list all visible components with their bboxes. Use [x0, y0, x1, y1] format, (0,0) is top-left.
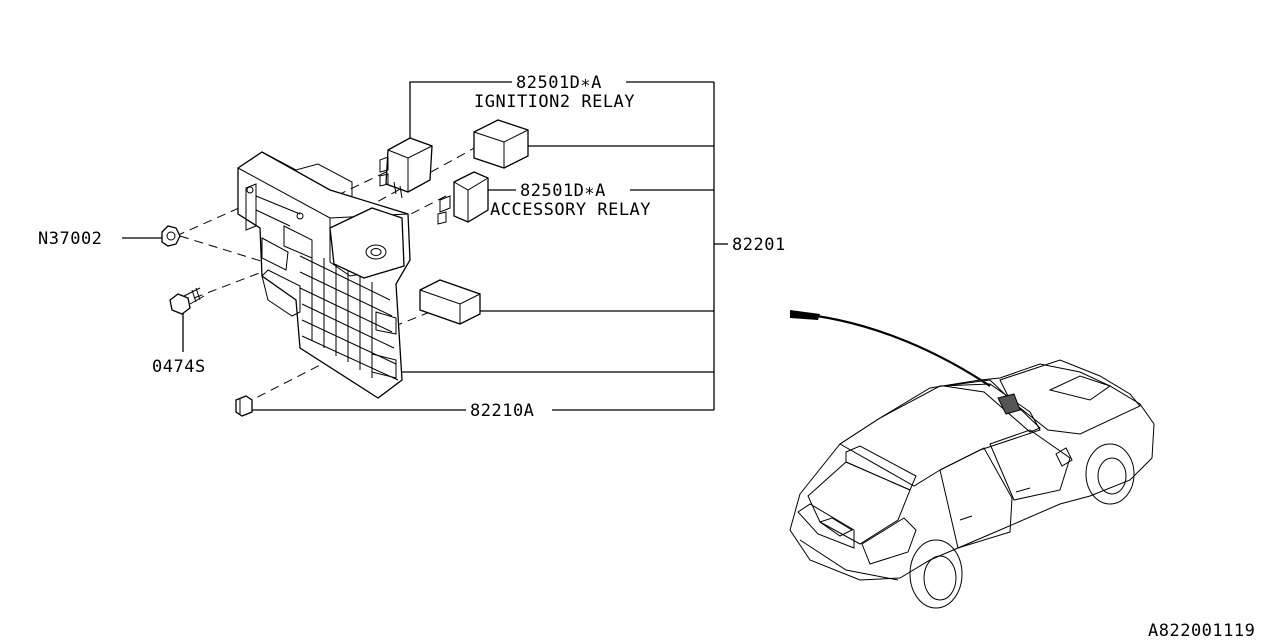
label-ignition-relay: IGNITION2 RELAY	[474, 92, 635, 112]
label-fuse-box: 82201	[732, 235, 786, 255]
fuse-slots	[299, 252, 399, 381]
label-fuse-puller: 82210A	[470, 401, 534, 421]
label-relay-part-top: 82501D∗A	[516, 73, 602, 93]
vehicle-illustration	[789, 310, 1155, 609]
fuse-block	[419, 279, 481, 325]
ignition-relay	[379, 137, 433, 199]
fuse-puller	[235, 395, 253, 417]
label-diagram-code: A822001119	[1148, 621, 1255, 640]
bolt	[169, 287, 205, 315]
label-accessory-relay: ACCESSORY RELAY	[490, 200, 651, 220]
fuse-box	[237, 151, 411, 399]
accessory-relay	[437, 171, 489, 225]
label-relay-part-mid: 82501D∗A	[520, 181, 606, 201]
leader-lines	[122, 81, 728, 411]
label-bolt: 0474S	[152, 357, 206, 377]
label-nut: N37002	[38, 229, 102, 249]
small-relay-block	[473, 119, 529, 169]
nut	[161, 225, 181, 247]
